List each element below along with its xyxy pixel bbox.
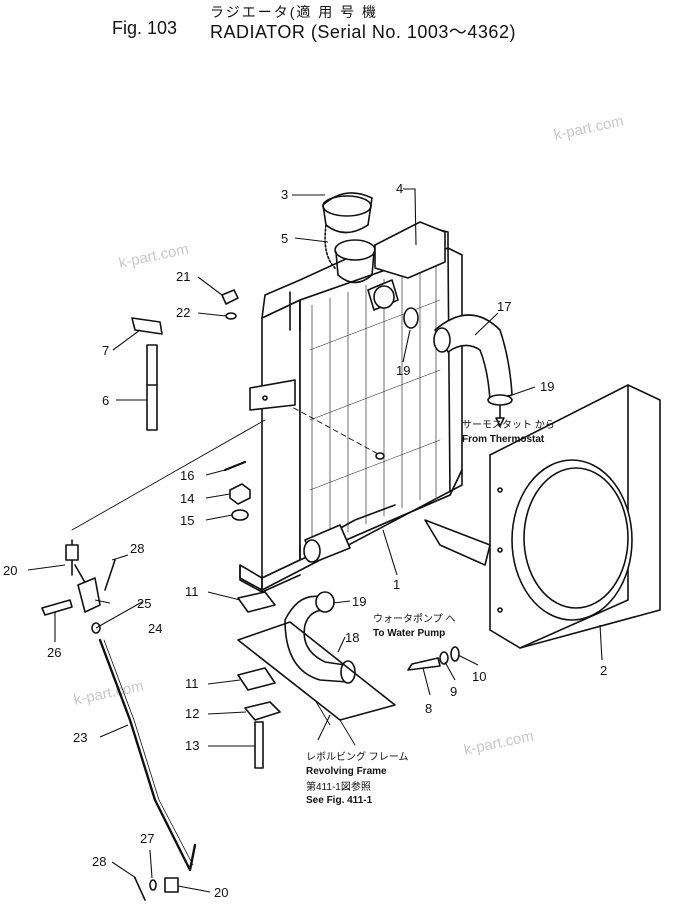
washer [231,509,249,521]
watermark: k-part.com [462,728,535,759]
revolving-frame [237,621,396,721]
note-thermostat-jp: サーモスタット から [462,419,555,431]
split-pin [104,559,116,591]
callout-2: 2 [600,663,607,678]
callout-16: 16 [180,468,194,483]
callout-26: 26 [47,645,61,660]
callout-19: 19 [352,594,366,609]
callout-5: 5 [281,231,288,246]
note-thermostat-en: From Thermostat [462,434,545,445]
bolt [407,657,441,671]
hose-clamp [403,307,419,329]
nut [229,483,251,505]
callout-10: 10 [472,669,486,684]
callout-19: 19 [396,363,410,378]
callout-28: 28 [92,854,106,869]
washer [149,879,157,891]
upper-hose [433,314,513,427]
washer [225,312,237,320]
callout-11: 11 [185,676,199,691]
plate [244,701,281,721]
bolt [254,721,264,769]
watermark: k-part.com [117,241,190,272]
callout-21: 21 [176,269,190,284]
radiator-core [239,224,463,593]
nut [221,289,239,305]
lower-outlet [303,524,351,563]
drain-cock [131,317,163,335]
callout-27: 27 [140,831,154,846]
callout-22: 22 [176,305,190,320]
callout-7: 7 [102,343,109,358]
watermark: k-part.com [552,113,625,144]
cushion [237,667,276,691]
fitting [164,877,179,893]
callout-28: 28 [130,541,144,556]
watermark: k-part.com [72,678,145,709]
expansion-tank [374,221,446,279]
clamp [77,577,101,613]
callout-3: 3 [281,187,288,202]
washer [439,651,449,665]
title-japanese: ラジエータ(適 用 号 機 [210,4,379,20]
callout-13: 13 [185,738,199,753]
shroud-bracket [424,519,491,566]
note-pump-jp: ウォータポンプ へ [373,613,455,625]
drain-tube [146,344,158,431]
note-pump-en: To Water Pump [373,628,445,639]
stud [223,460,247,472]
callout-18: 18 [345,630,359,645]
callout-25: 25 [137,596,151,611]
callout-23: 23 [73,730,87,745]
split-pin [134,877,146,901]
cushion [237,591,276,613]
callout-20: 20 [214,885,228,900]
callout-14: 14 [180,491,194,506]
lower-hose [284,591,356,684]
bolt [41,599,73,616]
callout-6: 6 [102,393,109,408]
note-fig-jp: 第411-1図参照 [306,780,371,793]
callout-12: 12 [185,706,199,721]
note-frame-jp: レボルビング フレーム [306,750,408,763]
callout-4: 4 [396,181,403,196]
figure-label: Fig. 103 [112,18,178,38]
callout-11: 11 [185,584,199,599]
page-title: RADIATOR (Serial No. 1003～4362) [210,22,516,42]
callout-9: 9 [450,684,457,699]
callout-8: 8 [425,701,432,716]
note-frame-en: Revolving Frame [306,766,387,777]
callout-15: 15 [180,513,194,528]
fan-shroud [489,384,661,649]
radiator-cap [322,192,373,234]
callout-1: 1 [393,577,400,592]
callout-20: 20 [3,563,17,578]
callout-17: 17 [497,299,511,314]
washer [450,646,460,662]
note-fig-en: See Fig. 411-1 [306,795,373,806]
callout-24: 24 [148,621,162,636]
callout-19: 19 [540,379,554,394]
